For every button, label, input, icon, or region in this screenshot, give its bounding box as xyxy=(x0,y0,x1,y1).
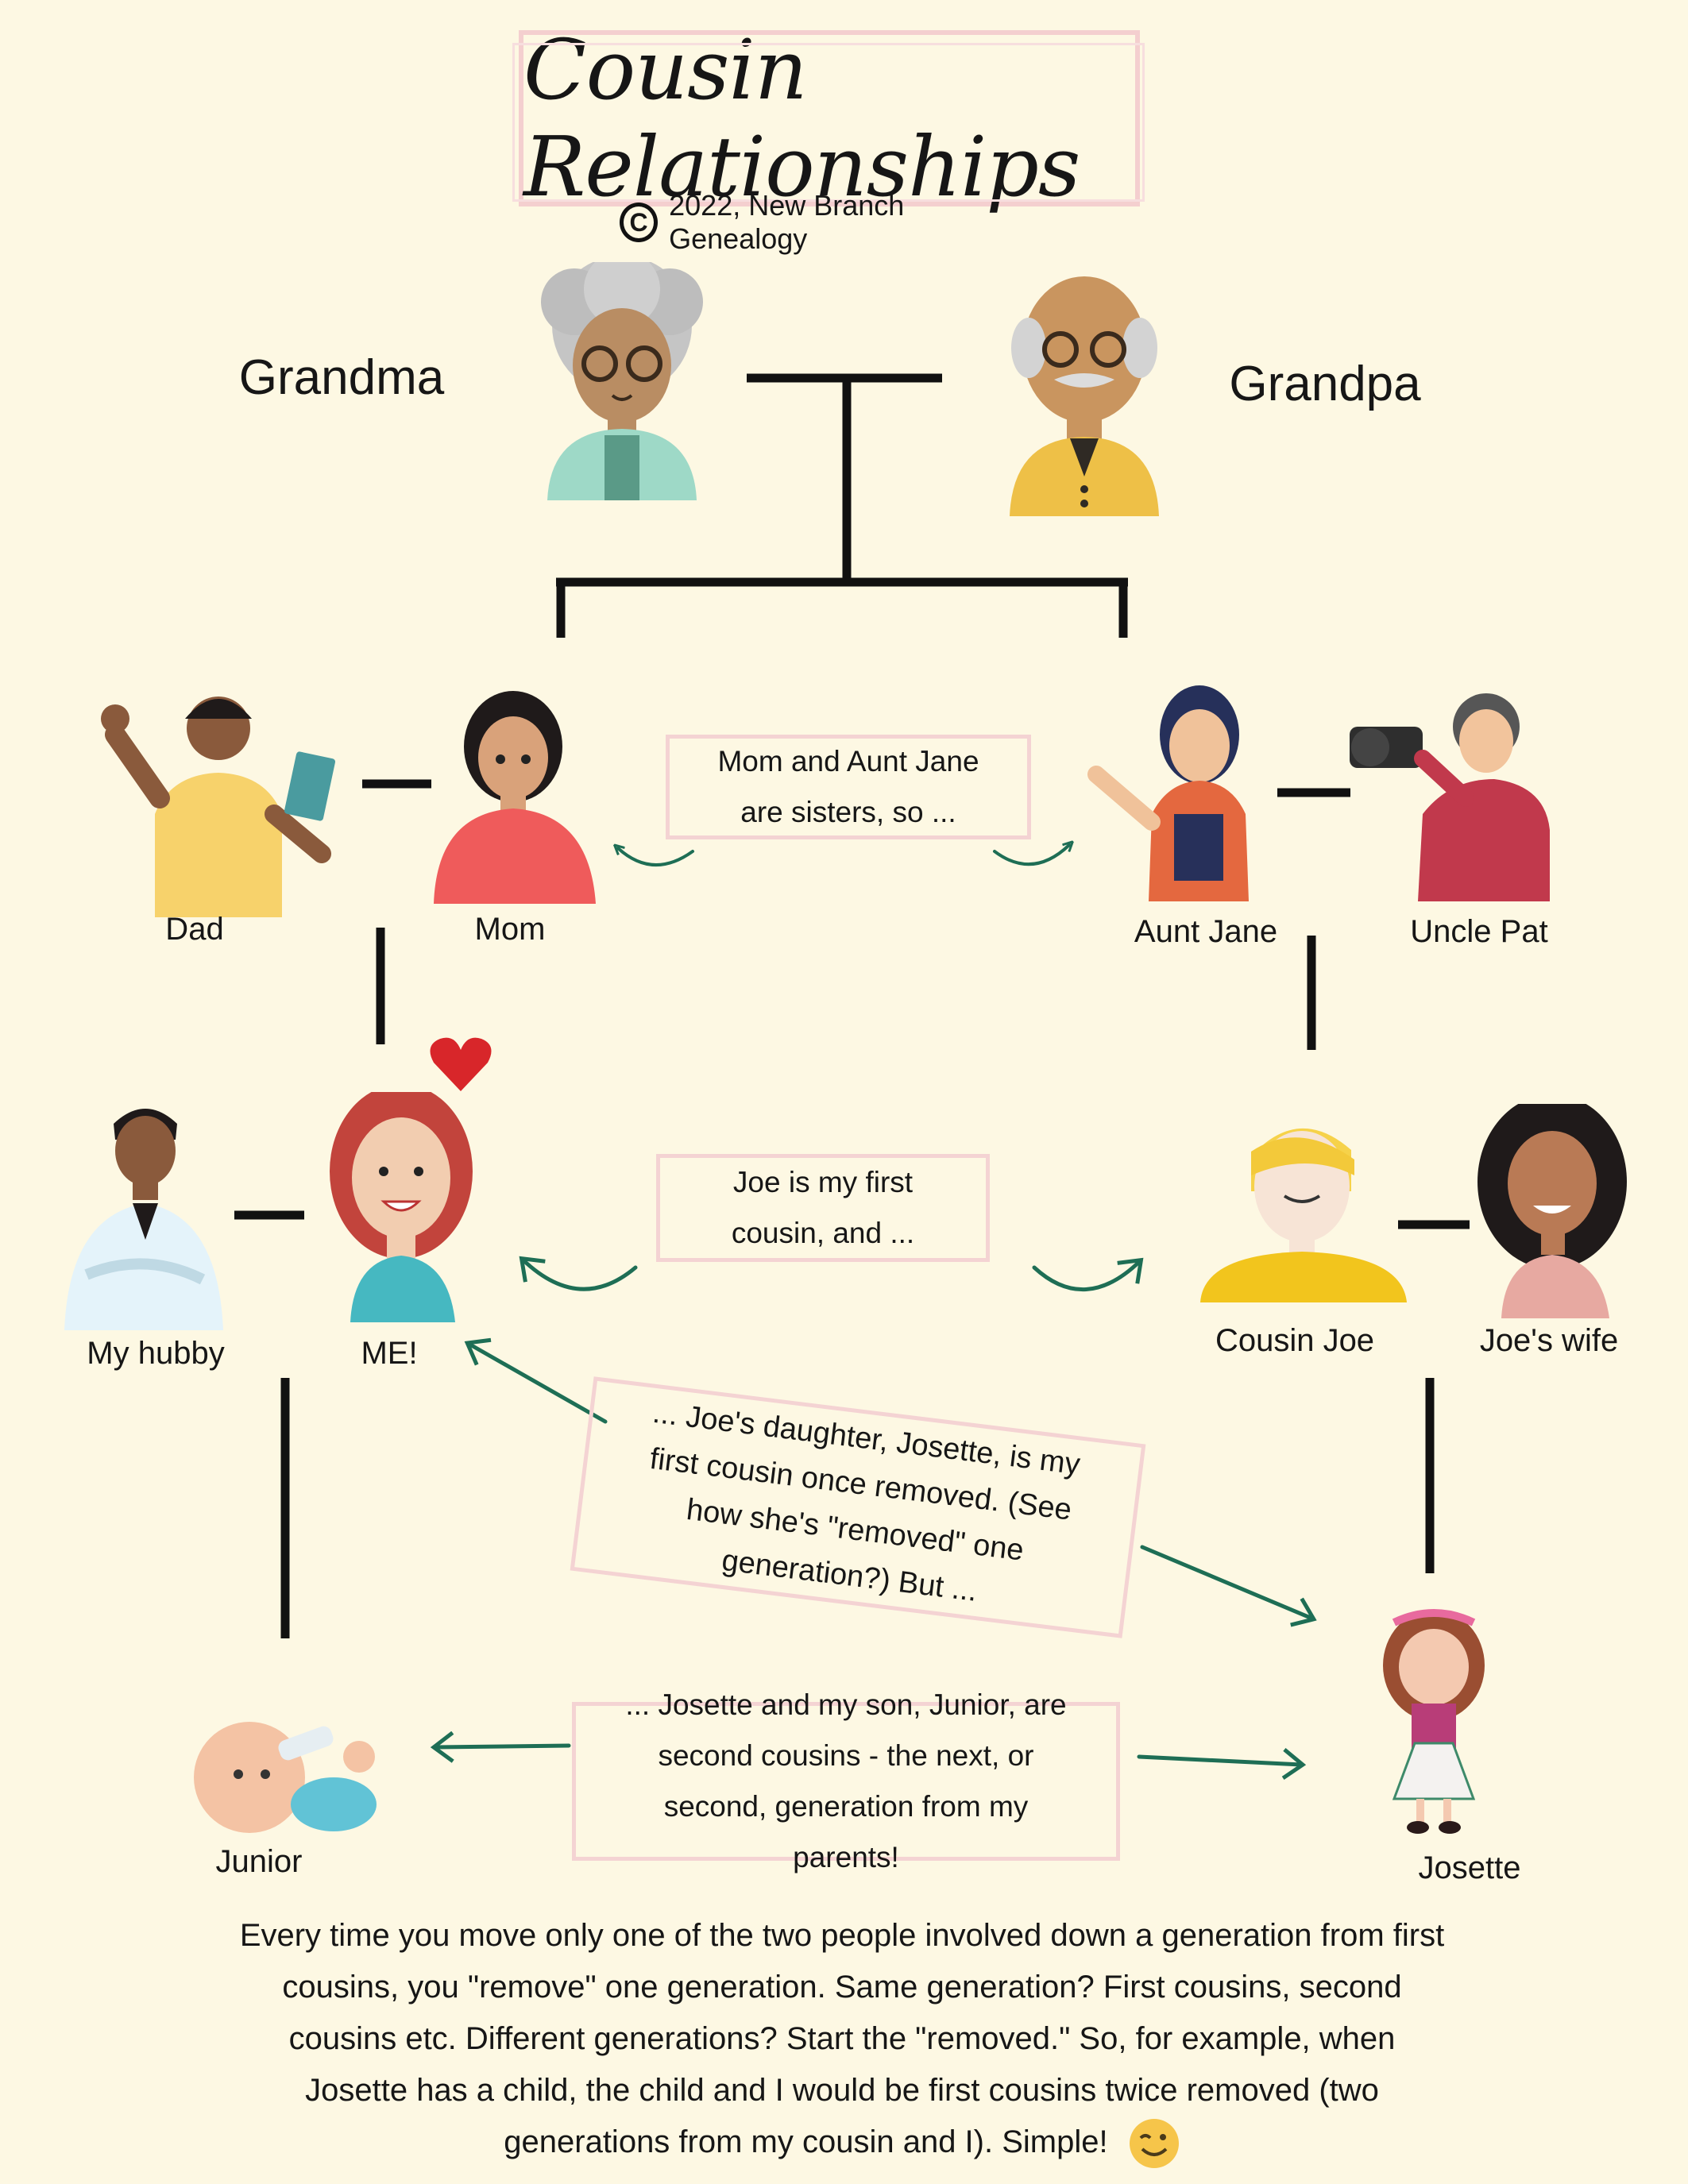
junior-figure xyxy=(194,1722,377,1833)
josette-label: Josette xyxy=(1418,1850,1521,1885)
arrow-to-cousin-joe xyxy=(1032,1257,1144,1292)
page-title: Cousin Relationships xyxy=(523,21,1080,215)
mom-label: Mom xyxy=(474,912,546,947)
aunt-jane-figure xyxy=(1087,685,1249,901)
note-second-cousins: ... Josette and my son, Junior, are seco… xyxy=(572,1688,1120,1873)
note-sisters-text: Mom and Aunt Jane are sisters, so ... xyxy=(717,745,979,828)
cousin-joe-label: Cousin Joe xyxy=(1215,1323,1375,1358)
joes-wife-figure xyxy=(1477,1104,1627,1318)
note-sisters: Mom and Aunt Jane are sisters, so ... xyxy=(666,735,1031,839)
arrow-to-me xyxy=(519,1256,638,1291)
dad-figure xyxy=(101,696,336,917)
mom-figure xyxy=(434,691,596,904)
copyright-icon: C xyxy=(620,203,659,242)
grandma-figure xyxy=(541,262,703,500)
cousin-joe-figure xyxy=(1200,1128,1407,1302)
aunt-jane-label: Aunt Jane xyxy=(1134,914,1278,949)
heart-icon xyxy=(430,1037,492,1091)
my-hubby-figure xyxy=(64,1109,223,1330)
explanation-paragraph: Every time you move only one of the two … xyxy=(238,1910,1446,2170)
grandpa-label: Grandpa xyxy=(1229,357,1421,411)
junior-label: Junior xyxy=(215,1844,303,1879)
note-first-cousin-text: Joe is my first cousin, and ... xyxy=(731,1166,915,1249)
uncle-pat-label: Uncle Pat xyxy=(1410,914,1548,949)
grandma-label: Grandma xyxy=(238,350,445,405)
me-figure xyxy=(330,1092,473,1322)
me-label: ME! xyxy=(361,1336,418,1371)
dad-label: Dad xyxy=(165,912,224,947)
note-first-cousin: Joe is my first cousin, and ... xyxy=(656,1154,990,1262)
arrow-to-josette xyxy=(1137,1748,1307,1780)
note-second-cousins-text: ... Josette and my son, Junior, are seco… xyxy=(625,1688,1067,1873)
explanation-text: Every time you move only one of the two … xyxy=(239,1918,1445,2159)
arrow-removed-to-me xyxy=(464,1337,608,1424)
copyright-text: 2022, New Branch Genealogy xyxy=(669,189,905,255)
copyright-line: C 2022, New Branch Genealogy xyxy=(620,189,1033,255)
smiley-icon xyxy=(1129,2119,1179,2169)
arrow-to-aunt-jane xyxy=(993,845,1069,866)
my-hubby-label: My hubby xyxy=(87,1336,225,1371)
grandpa-figure xyxy=(1010,276,1159,516)
arrow-to-mom xyxy=(618,848,694,867)
uncle-pat-figure xyxy=(1350,693,1550,901)
arrow-to-junior xyxy=(430,1731,571,1763)
joes-wife-label: Joe's wife xyxy=(1479,1323,1619,1358)
josette-figure xyxy=(1383,1609,1485,1834)
arrow-removed-to-josette xyxy=(1140,1545,1317,1627)
